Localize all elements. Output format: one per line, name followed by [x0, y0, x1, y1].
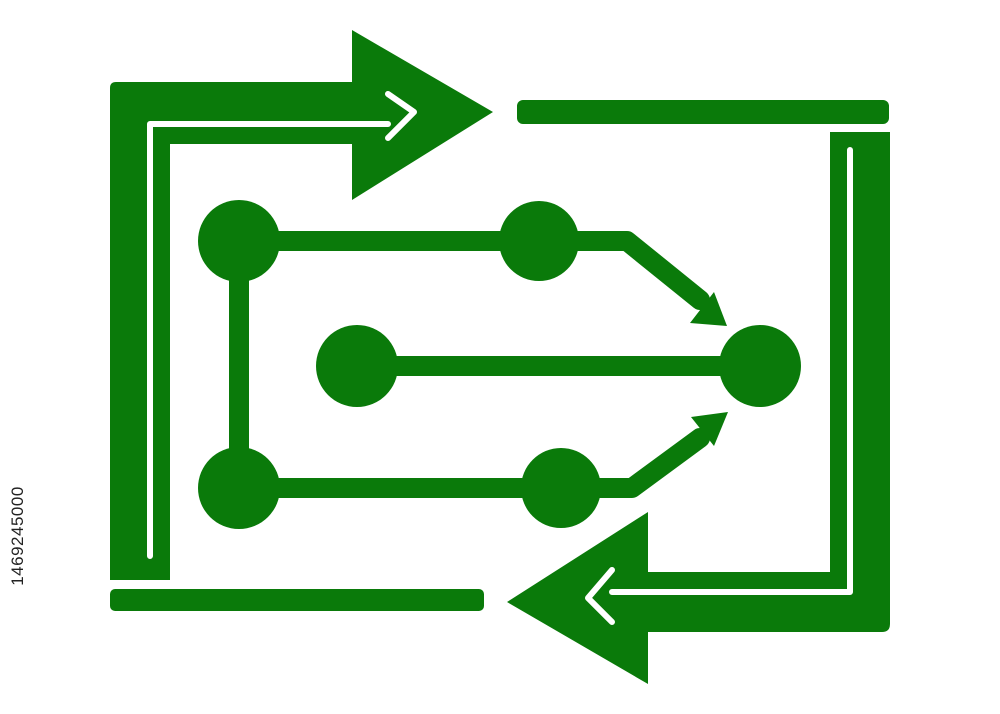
bottom-path-arrowhead — [691, 412, 728, 446]
bottom-arrow-inner-chevron — [585, 567, 615, 625]
node-top-left — [198, 200, 280, 282]
bottom-left-bar — [110, 589, 484, 611]
node-middle-left — [316, 325, 398, 407]
bottom-right-frame-body — [507, 132, 890, 684]
stock-image-id-text: 1469245000 — [8, 486, 28, 586]
top-path-arrowhead — [690, 292, 727, 326]
stock-image-id: 1469245000 — [7, 466, 29, 606]
connector-top-path — [229, 231, 710, 310]
node-bottom-middle — [521, 448, 601, 528]
node-bottom-left — [198, 447, 280, 529]
circuit-nodes — [198, 200, 801, 529]
top-left-frame-body — [110, 30, 493, 580]
top-left-inner-line — [147, 121, 391, 559]
bottom-right-frame — [507, 132, 890, 684]
node-middle-right — [719, 325, 801, 407]
top-left-frame — [110, 30, 493, 580]
node-top-middle — [499, 201, 579, 281]
connector-bottom-path — [229, 428, 710, 498]
circuit-connectors — [229, 230, 770, 498]
top-arrow-inner-chevron — [385, 91, 417, 141]
top-right-bar — [517, 100, 889, 124]
icon-graphic — [110, 30, 890, 684]
bottom-right-inner-line — [609, 147, 853, 595]
